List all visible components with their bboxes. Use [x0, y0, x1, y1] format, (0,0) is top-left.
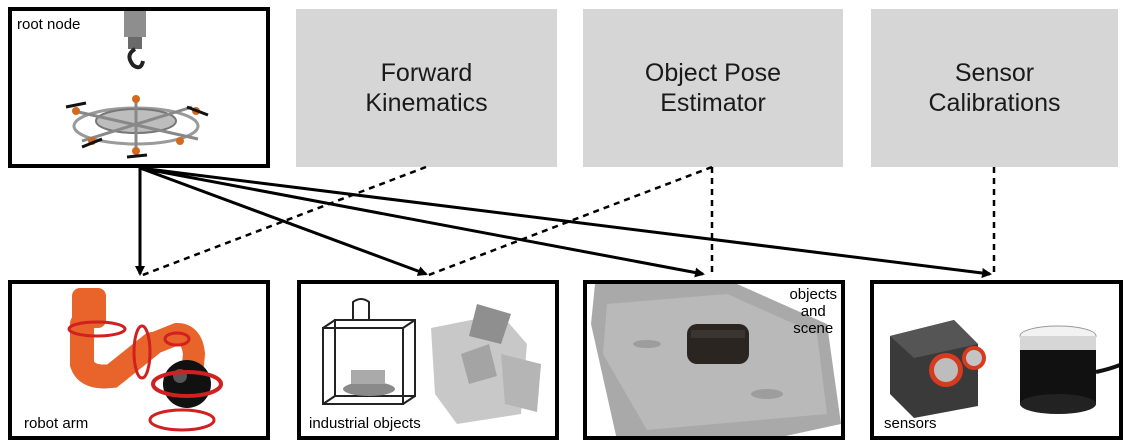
module-forward-kinematics-label: Forward Kinematics — [365, 59, 488, 117]
arrow-root-to-objects-scene — [139, 166, 705, 278]
robot-arm-label: robot arm — [24, 415, 89, 432]
sensors-image — [890, 320, 1119, 418]
sensors-box: sensors — [870, 280, 1123, 440]
link-pose-to-industrial-objects — [425, 165, 713, 278]
sensors-label: sensors — [884, 415, 937, 432]
drone-hook-image — [65, 11, 209, 159]
objects-scene-image — [591, 284, 841, 436]
industrial-objects-image — [322, 298, 541, 424]
module-object-pose-estimator-label: Object Pose Estimator — [644, 59, 782, 117]
robot-arm-image — [67, 288, 223, 432]
industrial-objects-label: industrial objects — [309, 415, 421, 432]
industrial-objects-box: industrial objects — [297, 280, 559, 440]
module-sensor-calibrations: Sensor Calibrations — [871, 9, 1118, 167]
arrow-root-to-industrial-objects — [139, 166, 428, 276]
arrow-root-to-sensors — [139, 166, 992, 278]
module-object-pose-estimator: Object Pose Estimator — [583, 9, 843, 167]
robot-arm-box: robot arm — [8, 280, 270, 440]
objects-scene-box: objects and scene — [583, 280, 845, 440]
root-node-label: root node — [17, 16, 81, 33]
root-node-box: root node — [8, 7, 270, 168]
objects-scene-label: objects and scene — [789, 286, 837, 337]
module-sensor-calibrations-label: Sensor Calibrations — [928, 59, 1061, 117]
link-fk-to-robot-arm — [139, 165, 427, 278]
module-forward-kinematics: Forward Kinematics — [296, 9, 557, 167]
